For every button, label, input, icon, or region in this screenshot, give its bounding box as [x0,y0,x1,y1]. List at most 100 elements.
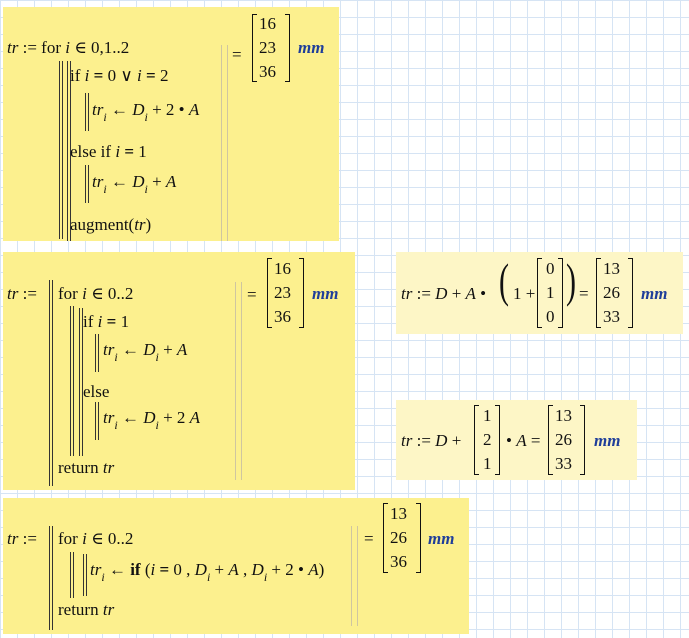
b1-equals: = [232,45,242,64]
b5-bar-outer-b [52,526,53,630]
b2-bar-right-b [241,282,242,480]
b1-result-lbracket [252,14,257,82]
b1-line2: if i = 0 ∨ i = 2 [70,66,169,85]
b2-result-lbracket [267,258,272,328]
b4-result-1: 26 [555,430,572,449]
b2-bar-l5a [95,402,96,440]
b1-unit: mm [298,38,325,57]
b1-result-rbracket [285,14,290,82]
b2-result-1: 23 [274,283,291,302]
b2-result-0: 16 [274,259,291,278]
b5-line3: return tr [58,600,115,619]
b4-result-lbracket [548,405,553,475]
b4-vec-1: 2 [483,430,492,449]
b1-bar-l5a [85,165,86,203]
b5-line1b: for i ∈ 0..2 [58,529,134,548]
b5-bar-for-b [73,552,74,598]
b1-bar-if-b [70,61,71,241]
b3-result-lbracket [596,258,601,328]
b2-line1a: tr := [7,284,37,303]
b1-bar-l3a [85,93,86,131]
b5-equals: = [364,529,374,548]
b5-result-0: 13 [390,504,407,523]
b2-bar-right-a [235,282,236,480]
b3-expr-b: 1 + [513,284,536,303]
b3-rparen: ) [566,254,576,308]
b2-bar-outer-a [49,280,50,486]
b4-vec-2: 1 [483,454,492,473]
b1-line6: augment(tr) [70,215,152,234]
b4-vec-0: 1 [483,406,492,425]
b3-expr-a: tr := D + A • [401,284,487,303]
b1-result-1: 23 [259,38,276,57]
b2-line4: else [83,382,110,401]
b2-bar-if-b [82,308,83,456]
b4-result-2: 33 [555,454,572,473]
b2-bar-if-a [79,308,80,456]
b4-result-0: 13 [555,406,572,425]
region-block2[interactable]: tr := for i ∈ 0..2 if i = 1 tri ← Di + A… [3,252,355,490]
b1-bar-if-a [67,61,68,241]
b3-vec-1: 1 [546,283,555,302]
b4-expr-a: tr := D + [401,431,462,450]
b2-result-2: 36 [274,307,291,326]
b1-result-0: 16 [259,14,276,33]
b3-vec-rbracket [558,258,563,328]
b3-equals: = [579,284,589,303]
b2-line2: if i = 1 [83,312,130,331]
b5-line1a: tr := [7,529,37,548]
b2-unit: mm [312,284,339,303]
b1-bar-outer-b [62,61,63,239]
b3-vec-lbracket [537,258,542,328]
b2-bar-l3a [95,334,96,372]
b3-lparen: ( [499,254,509,308]
b3-vec-2: 0 [546,307,555,326]
b5-bar-right-b [357,526,358,626]
b1-bar-right-a [221,45,222,241]
b1-line3: tri ← Di + 2 • A [92,100,200,124]
b4-vec-lbracket [474,405,479,475]
b3-unit: mm [641,284,668,303]
b1-bar-l3b [88,93,89,131]
b2-equals: = [247,285,257,304]
b5-bar-for-a [70,552,71,598]
b4-unit: mm [594,431,621,450]
region-block1[interactable]: tr := for i ∈ 0,1..2 if i = 0 ∨ i = 2 tr… [3,7,339,241]
b4-vec-rbracket [495,405,500,475]
b1-bar-outer-a [59,61,60,239]
b3-result-1: 26 [603,283,620,302]
b5-bar-right-a [351,526,352,626]
b2-bar-l3b [98,334,99,372]
b1-line5: tri ← Di + A [92,172,177,196]
b5-result-rbracket [416,503,421,573]
b2-result-rbracket [299,258,304,328]
b2-line1b: for i ∈ 0..2 [58,284,134,303]
b2-bar-l5b [98,402,99,440]
b4-expr-b: • A = [506,431,541,450]
b1-line1: tr := for i ∈ 0,1..2 [7,38,130,57]
b5-bar-l2a [83,554,84,596]
b3-vec-0: 0 [546,259,555,278]
b5-unit: mm [428,529,455,548]
b2-line3: tri ← Di + A [103,340,188,364]
b3-result-0: 13 [603,259,620,278]
b1-result-2: 36 [259,62,276,81]
region-block3[interactable]: tr := D + A • ( 1 + 0 1 0 ) = 13 26 33 m… [396,252,683,334]
b2-bar-for-b [73,306,74,456]
b5-bar-outer-a [49,526,50,630]
b5-result-1: 26 [390,528,407,547]
b1-bar-right-b [227,45,228,241]
b5-line2: tri ← if (i = 0 , Di + A , Di + 2 • A) [90,560,325,584]
region-block4[interactable]: tr := D + 1 2 1 • A = 13 26 33 mm [396,400,637,480]
b2-line6: return tr [58,458,115,477]
b2-bar-outer-b [52,280,53,486]
b3-result-rbracket [628,258,633,328]
b3-result-2: 33 [603,307,620,326]
b5-result-lbracket [383,503,388,573]
b1-bar-l5b [88,165,89,203]
b4-result-rbracket [580,405,585,475]
region-block5[interactable]: tr := for i ∈ 0..2 tri ← if (i = 0 , Di … [3,498,469,634]
b1-line4: else if i = 1 [70,142,147,161]
b5-bar-l2b [86,554,87,596]
b2-line5: tri ← Di + 2 A [103,408,201,432]
